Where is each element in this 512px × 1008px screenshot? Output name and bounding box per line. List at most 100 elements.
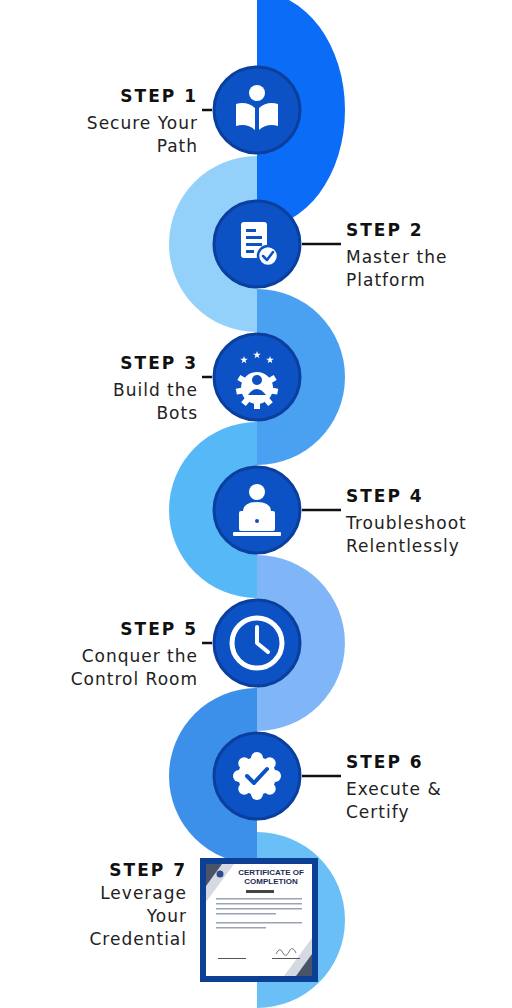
step-title: Leverage Your Credential bbox=[77, 882, 187, 951]
reader-icon bbox=[236, 85, 278, 130]
text-line bbox=[216, 913, 276, 915]
corner-stripe bbox=[206, 864, 222, 886]
check-mark bbox=[263, 252, 273, 260]
leader-line bbox=[202, 642, 212, 645]
laptop-user-icon bbox=[233, 484, 281, 536]
book-page bbox=[259, 103, 278, 130]
step-title: Build the Bots bbox=[88, 379, 198, 425]
star bbox=[253, 351, 261, 358]
step-title: Conquer the Control Room bbox=[53, 645, 198, 691]
certificate-node: STEP 7Leverage Your Credential bbox=[200, 858, 318, 982]
step-disc bbox=[214, 67, 300, 153]
step-circle: STEP 1Secure Your Path bbox=[212, 65, 302, 155]
step-number: STEP 6 bbox=[346, 752, 481, 772]
gear-person-icon bbox=[236, 351, 278, 409]
step-title: Secure Your Path bbox=[68, 112, 198, 158]
text-line bbox=[216, 908, 302, 910]
corner-stripe bbox=[206, 864, 234, 902]
node-shape bbox=[212, 465, 302, 555]
document-line bbox=[246, 229, 256, 232]
clock-hands bbox=[257, 627, 268, 652]
book-page bbox=[236, 103, 255, 130]
certificate-logo bbox=[217, 871, 224, 878]
signature-line bbox=[272, 958, 300, 959]
seal-body bbox=[238, 757, 276, 795]
leader-line bbox=[202, 109, 212, 112]
laptop-screen bbox=[239, 511, 275, 531]
gear-tooth bbox=[254, 402, 260, 409]
person-shoulders bbox=[248, 389, 266, 395]
text-line bbox=[216, 922, 302, 924]
gear-tooth bbox=[241, 397, 250, 406]
certificate-decor bbox=[206, 864, 312, 976]
document-line bbox=[246, 250, 254, 253]
leader-line bbox=[302, 243, 341, 246]
corner-stripe bbox=[284, 938, 312, 976]
person-head bbox=[252, 375, 262, 385]
name-line bbox=[246, 890, 274, 893]
step-circle: STEP 6Execute & Certify bbox=[212, 731, 302, 821]
document-icon bbox=[241, 222, 278, 266]
node-shape bbox=[200, 858, 318, 982]
step-circle: STEP 3Build the Bots bbox=[212, 332, 302, 422]
laptop-base bbox=[233, 532, 281, 536]
check-badge bbox=[258, 246, 278, 266]
seal-scallop bbox=[264, 757, 276, 769]
check-mark bbox=[247, 769, 267, 783]
step-circle: STEP 4Troubleshoot Relentlessly bbox=[212, 465, 302, 555]
seal-scallop bbox=[251, 752, 263, 764]
leader-line bbox=[302, 509, 341, 512]
node-shape bbox=[212, 598, 302, 688]
step-disc bbox=[214, 201, 300, 287]
certificate-frame bbox=[200, 858, 318, 982]
step-number: STEP 4 bbox=[346, 486, 491, 506]
gear bbox=[236, 372, 278, 409]
step-circle: STEP 5Conquer the Control Room bbox=[212, 598, 302, 688]
seal-scallop bbox=[264, 783, 276, 795]
step-title: Master the Platform bbox=[346, 246, 481, 292]
text-line bbox=[216, 903, 302, 905]
gear-tooth bbox=[268, 375, 277, 384]
step-disc bbox=[214, 733, 300, 819]
seal-scallop bbox=[238, 757, 250, 769]
gear-tooth bbox=[270, 387, 278, 394]
seal-scallop bbox=[233, 770, 245, 782]
step-number: STEP 1 bbox=[68, 86, 198, 106]
leader-line bbox=[302, 775, 341, 778]
document-line bbox=[246, 236, 262, 239]
star bbox=[266, 356, 274, 363]
seal-scallop bbox=[238, 783, 250, 795]
gear-tooth bbox=[237, 375, 246, 384]
text-line bbox=[216, 927, 266, 929]
certificate-paper bbox=[206, 864, 312, 976]
seal-icon bbox=[233, 752, 281, 800]
seal-scallop bbox=[269, 770, 281, 782]
seal-scallop bbox=[251, 788, 263, 800]
gear-tooth bbox=[236, 387, 244, 394]
step-number: STEP 5 bbox=[53, 619, 198, 639]
document-line bbox=[246, 243, 262, 246]
leader-lines bbox=[202, 110, 341, 776]
laptop-logo bbox=[255, 519, 259, 523]
corner-stripe bbox=[296, 954, 312, 976]
leader-line bbox=[202, 376, 212, 379]
clock-icon bbox=[232, 618, 282, 668]
star bbox=[240, 356, 248, 363]
signature-line bbox=[218, 958, 246, 959]
step-disc bbox=[214, 334, 300, 420]
person-torso bbox=[243, 502, 271, 512]
signature bbox=[276, 949, 296, 956]
gear-body bbox=[241, 372, 273, 404]
node-shape bbox=[212, 731, 302, 821]
text-line bbox=[216, 898, 302, 900]
node-shape bbox=[212, 332, 302, 422]
node-shape bbox=[212, 65, 302, 155]
clock-ring bbox=[232, 618, 282, 668]
step-number: STEP 2 bbox=[346, 220, 481, 240]
step-disc bbox=[214, 600, 300, 686]
step-circle: STEP 2Master the Platform bbox=[212, 199, 302, 289]
step-number: STEP 3 bbox=[88, 353, 198, 373]
icon-head bbox=[249, 85, 265, 101]
